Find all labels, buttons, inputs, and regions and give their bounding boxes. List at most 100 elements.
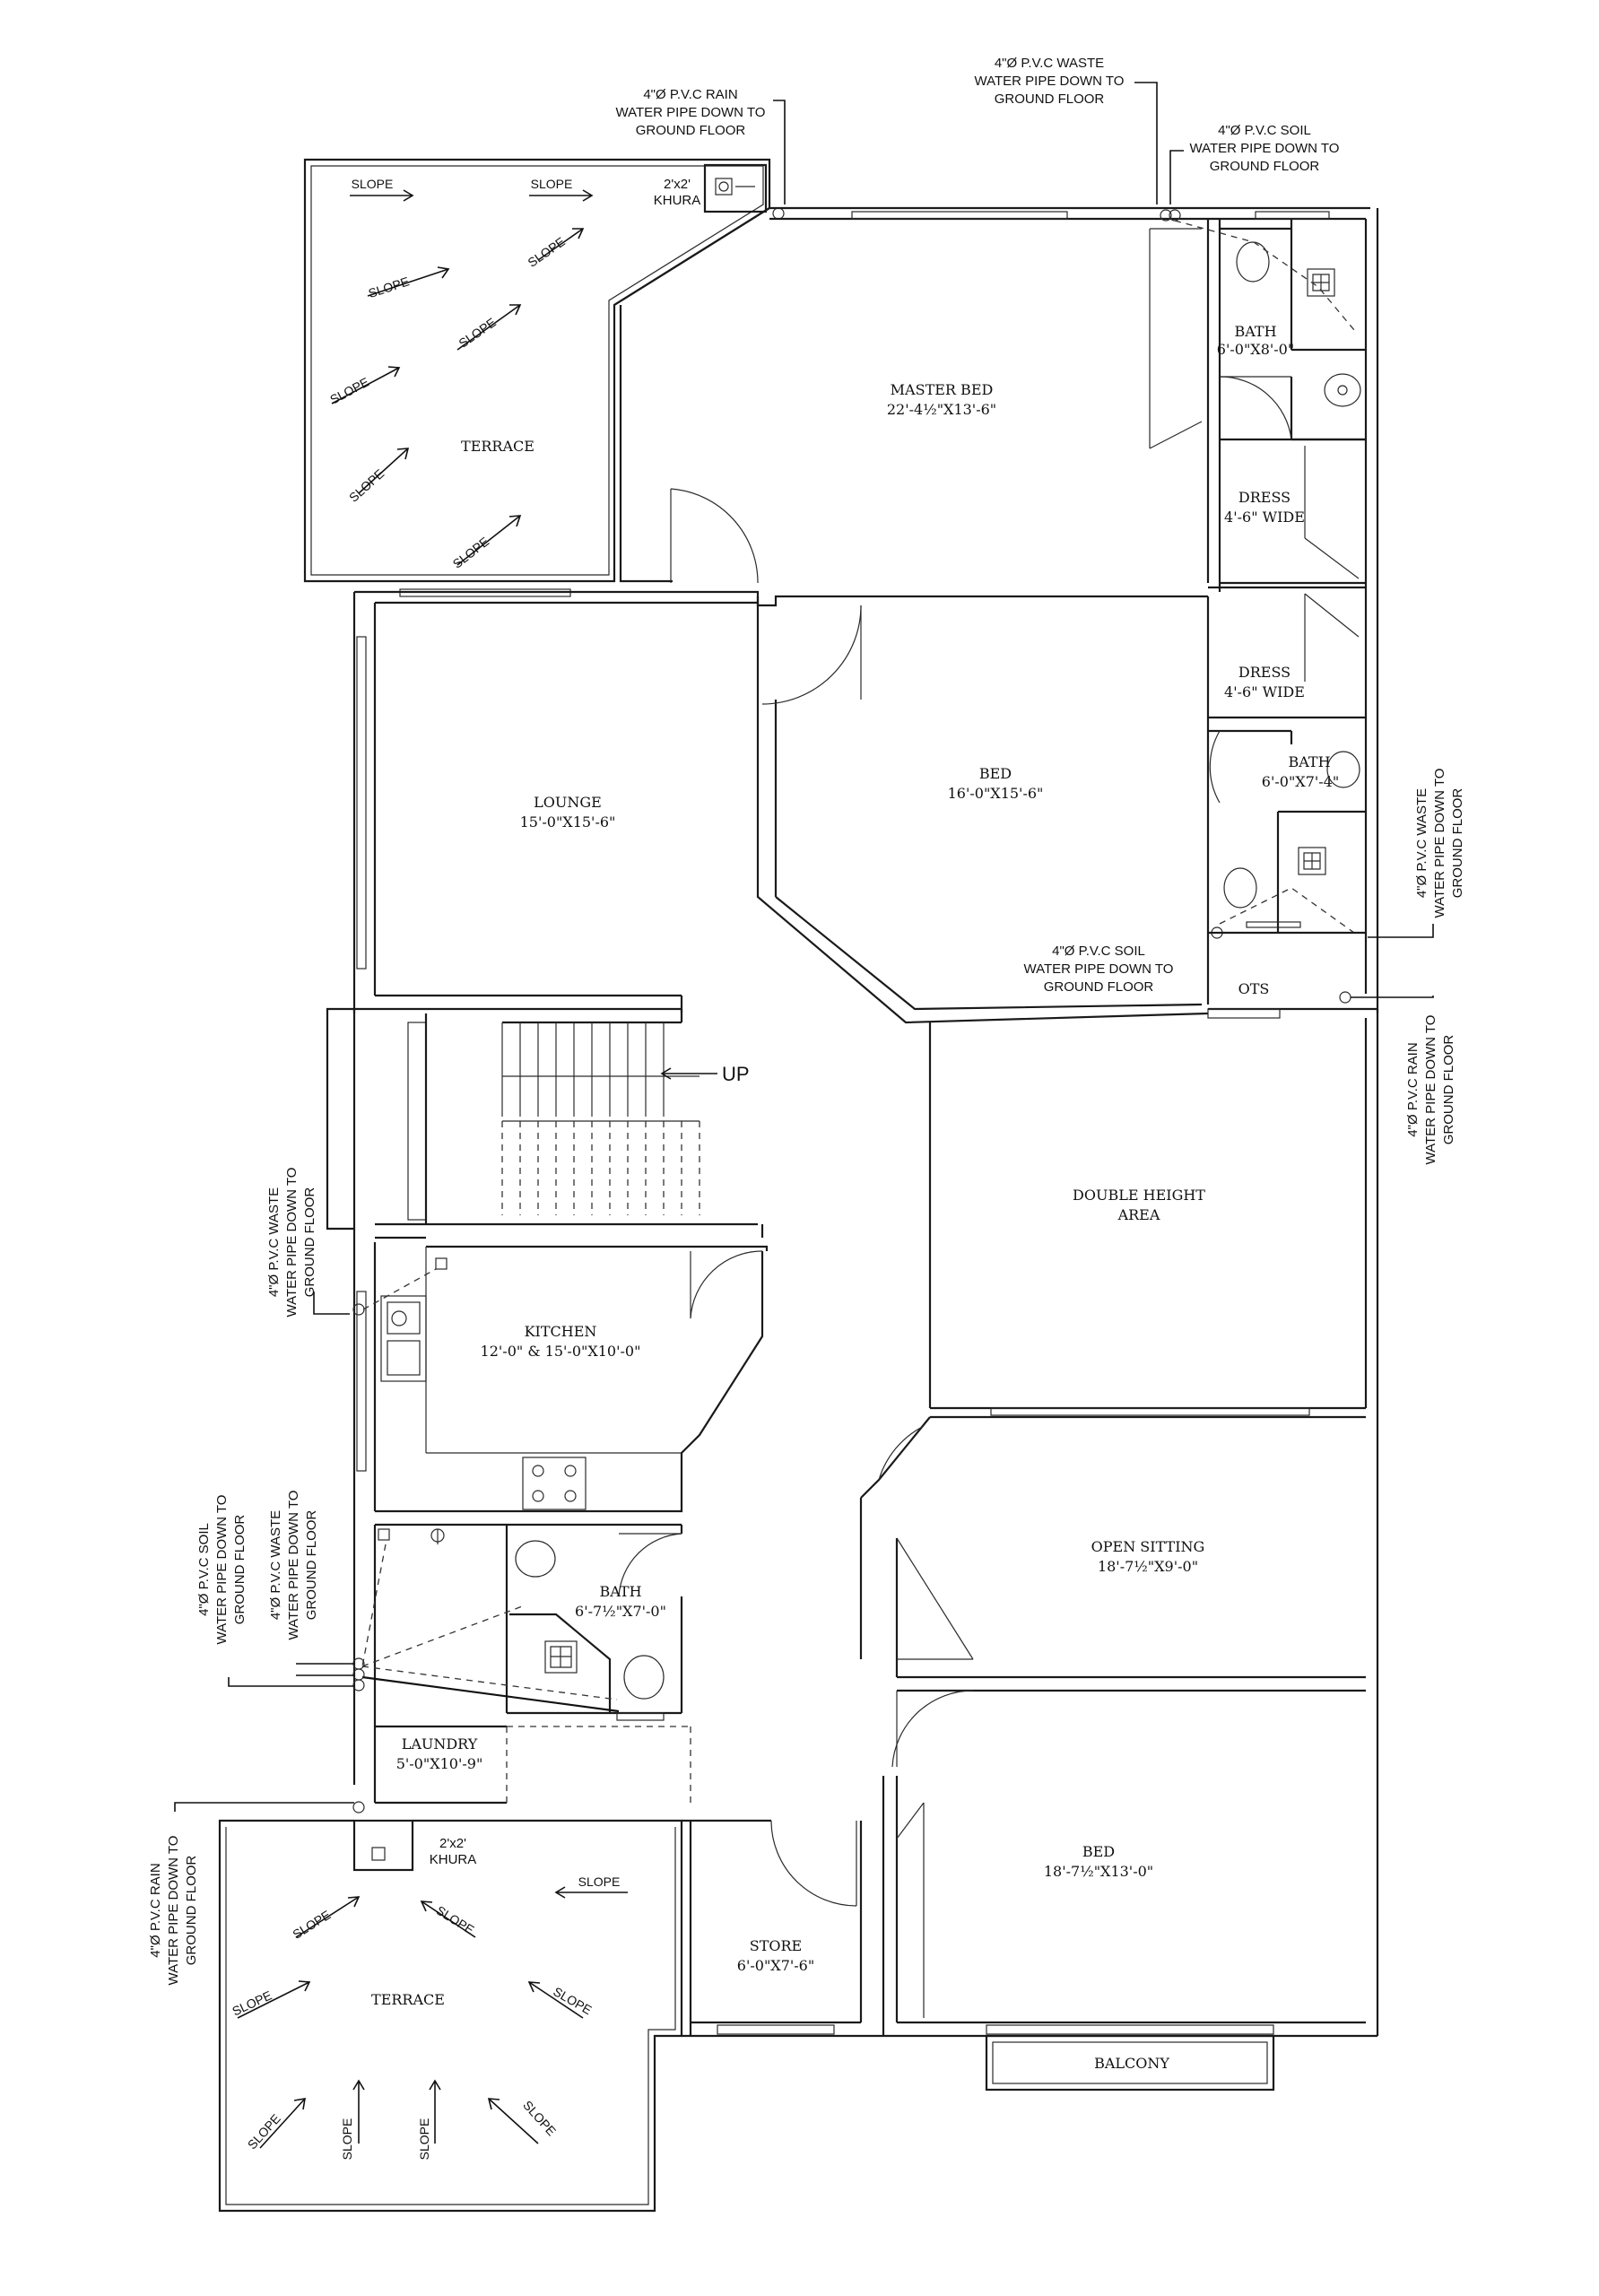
dress-1-label: DRESS — [1238, 489, 1290, 506]
svg-text:WATER PIPE DOWN TO: WATER PIPE DOWN TO — [214, 1495, 230, 1645]
khura-top-sub: KHURA — [654, 193, 701, 208]
svg-text:GROUND FLOOR: GROUND FLOOR — [302, 1187, 317, 1298]
svg-text:4"Ø P.V.C WASTE: 4"Ø P.V.C WASTE — [268, 1510, 283, 1620]
terrace-bottom-label: TERRACE — [371, 1991, 445, 2008]
bath-2 — [1208, 729, 1366, 939]
pipe-leader-lines — [174, 82, 1434, 1812]
khura-top — [703, 163, 785, 220]
slope-arrows-top — [331, 189, 594, 566]
kitchen-label: KITCHEN — [525, 1323, 597, 1340]
laundry-size: 5'-0"X10'-9" — [396, 1755, 483, 1772]
slope-label: SLOPE — [417, 2118, 431, 2161]
slope-label: SLOPE — [230, 1987, 274, 2018]
dress-1 — [1220, 438, 1366, 585]
note-waste-left: 4"Ø P.V.C WASTE WATER PIPE DOWN TO GROUN… — [266, 1168, 317, 1318]
master-bed-size: 22'-4½"X13'-6" — [887, 401, 996, 418]
svg-text:4"Ø P.V.C RAIN: 4"Ø P.V.C RAIN — [643, 87, 737, 102]
note-waste-right: 4"Ø P.V.C WASTE WATER PIPE DOWN TO GROUN… — [1414, 769, 1465, 918]
svg-text:WATER PIPE DOWN TO: WATER PIPE DOWN TO — [616, 105, 766, 120]
balcony-label: BALCONY — [1094, 2055, 1169, 2072]
slope-label: SLOPE — [450, 534, 492, 570]
svg-text:GROUND FLOOR: GROUND FLOOR — [1210, 159, 1320, 174]
bath-3-walls — [352, 1523, 683, 1813]
slope-label: SLOPE — [531, 177, 573, 191]
master-bed-label: MASTER BED — [891, 381, 994, 398]
lounge-label: LOUNGE — [534, 794, 602, 811]
bed-2-size: 18'-7½"X13'-0" — [1044, 1863, 1153, 1880]
note-waste-top: 4"Ø P.V.C WASTE WATER PIPE DOWN TO GROUN… — [975, 56, 1125, 107]
dress-2 — [1208, 586, 1366, 719]
bed-1-label: BED — [979, 765, 1012, 782]
slope-label: SLOPE — [290, 1908, 333, 1942]
svg-text:4"Ø P.V.C SOIL: 4"Ø P.V.C SOIL — [1052, 944, 1145, 959]
svg-text:WATER PIPE DOWN TO: WATER PIPE DOWN TO — [1190, 141, 1340, 156]
bath-master-size: 6'-0"X8'-0" — [1217, 341, 1294, 358]
kitchen-walls — [352, 1229, 769, 1525]
open-sitting-size: 18'-7½"X9'-0" — [1098, 1558, 1198, 1575]
bath-3-size: 6'-7½"X7'-0" — [575, 1603, 666, 1620]
svg-text:4"Ø P.V.C WASTE: 4"Ø P.V.C WASTE — [995, 56, 1104, 71]
svg-text:GROUND FLOOR: GROUND FLOOR — [304, 1510, 319, 1621]
bath-master-label: BATH — [1234, 323, 1276, 340]
balcony — [985, 2034, 1275, 2092]
svg-text:4"Ø P.V.C WASTE: 4"Ø P.V.C WASTE — [266, 1187, 282, 1297]
svg-text:GROUND FLOOR: GROUND FLOOR — [1450, 788, 1465, 899]
note-soil-left: 4"Ø P.V.C SOIL WATER PIPE DOWN TO GROUND… — [196, 1495, 248, 1645]
kitchen-size: 12'-0" & 15'-0"X10'-0" — [481, 1343, 641, 1360]
note-soil-mid: 4"Ø P.V.C SOIL WATER PIPE DOWN TO GROUND… — [1024, 944, 1174, 995]
open-sitting-label: OPEN SITTING — [1091, 1538, 1205, 1555]
slope-label: SLOPE — [352, 177, 394, 191]
ots — [1207, 991, 1377, 1019]
svg-text:4"Ø P.V.C WASTE: 4"Ø P.V.C WASTE — [1414, 788, 1430, 898]
master-bed-walls — [613, 206, 1379, 1013]
open-sitting-walls — [859, 1415, 1366, 1768]
store-walls — [682, 1819, 883, 2038]
slope-label: SLOPE — [456, 315, 498, 351]
store-size: 6'-0"X7'-6" — [737, 1957, 814, 1974]
svg-text:GROUND FLOOR: GROUND FLOOR — [1044, 979, 1154, 995]
svg-text:GROUND FLOOR: GROUND FLOOR — [1441, 1035, 1456, 1145]
laundry-walls — [375, 1725, 691, 1805]
ots-label: OTS — [1238, 980, 1270, 997]
svg-text:4"Ø P.V.C SOIL: 4"Ø P.V.C SOIL — [1218, 123, 1311, 138]
khura-bottom-label: 2'x2' — [439, 1836, 466, 1851]
svg-text:4"Ø P.V.C SOIL: 4"Ø P.V.C SOIL — [196, 1523, 212, 1616]
note-rain-top: 4"Ø P.V.C RAIN WATER PIPE DOWN TO GROUND… — [616, 87, 766, 138]
slope-label: SLOPE — [340, 2118, 354, 2161]
note-rain-left: 4"Ø P.V.C RAIN WATER PIPE DOWN TO GROUND… — [148, 1836, 199, 1986]
dress-2-size: 4'-6" WIDE — [1224, 683, 1305, 700]
slope-label: SLOPE — [525, 234, 567, 270]
bath-2-size: 6'-0"X7'-4" — [1262, 773, 1339, 790]
bath-3-label: BATH — [599, 1583, 641, 1600]
svg-text:WATER PIPE DOWN TO: WATER PIPE DOWN TO — [1024, 961, 1174, 977]
svg-text:WATER PIPE DOWN TO: WATER PIPE DOWN TO — [286, 1491, 301, 1640]
master-bed-door — [670, 488, 759, 584]
svg-text:WATER PIPE DOWN TO: WATER PIPE DOWN TO — [1432, 769, 1447, 918]
store-label: STORE — [750, 1937, 802, 1954]
svg-text:WATER PIPE DOWN TO: WATER PIPE DOWN TO — [284, 1168, 300, 1318]
slope-label: SLOPE — [578, 1874, 621, 1889]
terrace-top-label: TERRACE — [461, 438, 534, 455]
lounge-walls — [352, 590, 1208, 1011]
khura-top-label: 2'x2' — [664, 177, 691, 192]
terrace-top-area — [303, 158, 771, 597]
stair-up-label: UP — [722, 1063, 750, 1085]
note-rain-right: 4"Ø P.V.C RAIN WATER PIPE DOWN TO GROUND… — [1405, 1015, 1456, 1165]
slope-label: SLOPE — [367, 274, 411, 300]
slope-label: SLOPE — [346, 466, 387, 505]
slope-label: SLOPE — [327, 375, 371, 407]
svg-text:WATER PIPE DOWN TO: WATER PIPE DOWN TO — [975, 74, 1125, 89]
svg-text:WATER PIPE DOWN TO: WATER PIPE DOWN TO — [1423, 1015, 1438, 1165]
bed-2-walls — [882, 1776, 1377, 2038]
lounge-size: 15'-0"X15'-6" — [520, 813, 616, 831]
svg-text:GROUND FLOOR: GROUND FLOOR — [995, 91, 1105, 107]
terrace-bottom-area — [218, 1819, 683, 2213]
dress-2-label: DRESS — [1238, 664, 1290, 681]
double-height-label: DOUBLE HEIGHT — [1073, 1187, 1205, 1204]
slope-label: SLOPE — [434, 1903, 477, 1937]
svg-text:GROUND FLOOR: GROUND FLOOR — [636, 123, 746, 138]
bed-1-size: 16'-0"X15'-6" — [948, 785, 1044, 802]
dress-1-size: 4'-6" WIDE — [1224, 509, 1305, 526]
svg-text:GROUND FLOOR: GROUND FLOOR — [184, 1856, 199, 1966]
